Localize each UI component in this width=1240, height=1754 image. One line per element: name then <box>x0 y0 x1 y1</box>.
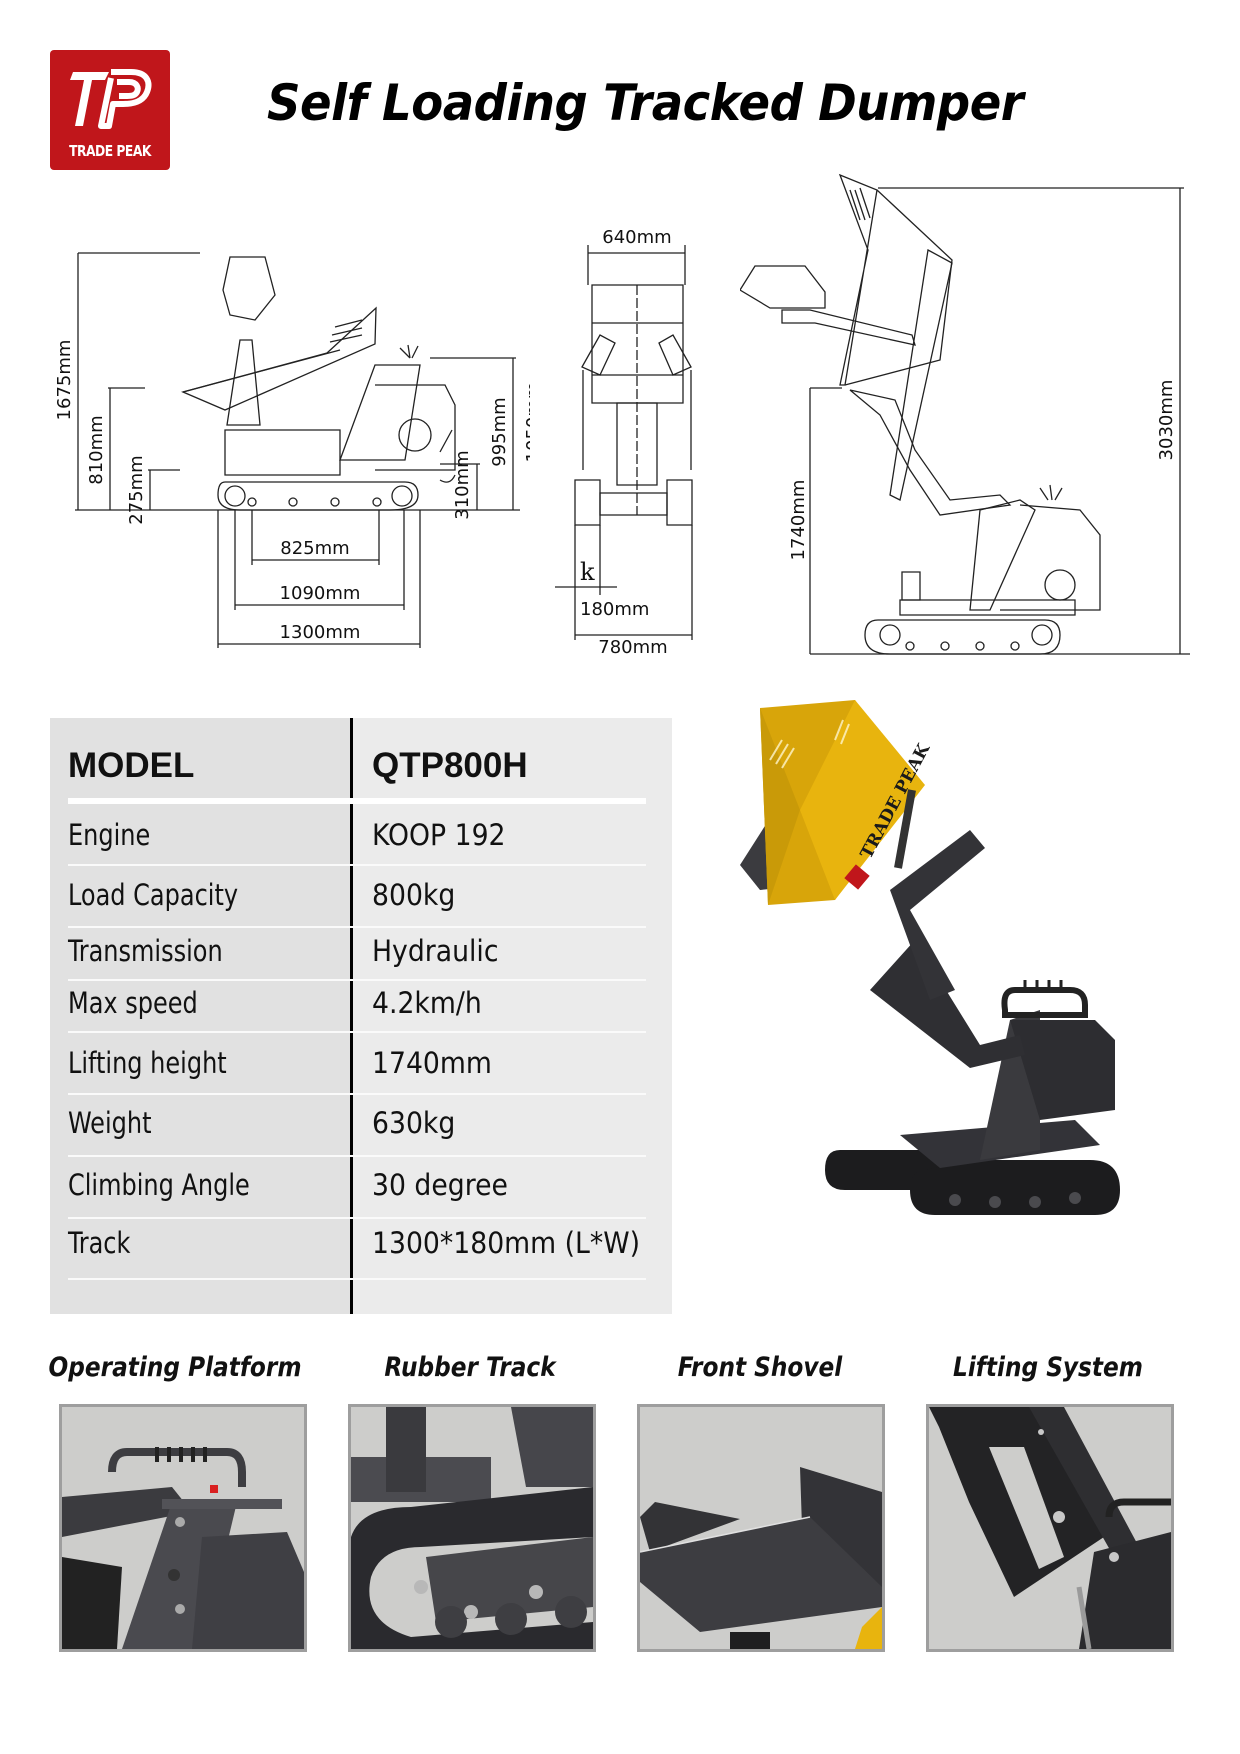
dim-track-width: 180mm <box>580 599 649 620</box>
brand-name: TRADE PEAK <box>69 142 151 160</box>
feature-image-rubber-track <box>348 1404 596 1652</box>
raised-view-drawing: 1740mm 3030mm <box>740 170 1200 660</box>
feature-image-front-shovel <box>637 1404 885 1652</box>
column-divider <box>350 718 353 1314</box>
model-label: MODEL <box>68 746 195 785</box>
feature-image-operating-platform <box>59 1404 307 1652</box>
dim-bucket-width: 640mm <box>602 227 671 248</box>
tp-monogram-icon <box>70 69 152 129</box>
feature-image-lifting-system <box>926 1404 1174 1652</box>
side-view-drawing: 1675mm 810mm 275mm 310mm 995mm 1050mm 82… <box>40 220 530 650</box>
feature-title-front-shovel: Front Shovel <box>677 1352 843 1383</box>
dim-front-clearance: 275mm <box>126 455 147 524</box>
bucket-logo-icon <box>844 864 870 890</box>
page-title: Self Loading Tracked Dumper <box>267 74 1024 132</box>
dim-roller-span: 825mm <box>280 538 349 559</box>
brand-logo: TRADE PEAK <box>50 50 170 170</box>
front-view-drawing: 640mm k 180mm 780mm <box>555 225 735 655</box>
model-value: QTP800H <box>372 746 528 785</box>
spec-table: MODEL QTP800H Engine KOOP 192 Load Capac… <box>50 718 672 1314</box>
feature-title-operating-platform: Operating Platform <box>48 1352 302 1383</box>
dim-lifting-height: 1740mm <box>788 480 809 561</box>
product-hero-photo: TRADE PEAK <box>740 690 1140 1310</box>
dim-platform-height: 995mm <box>489 397 510 466</box>
spec-header-row: MODEL QTP800H <box>50 718 672 804</box>
dim-overall-width: 780mm <box>598 637 667 655</box>
dim-max-height: 3030mm <box>1156 380 1177 461</box>
dim-sprocket-span: 1090mm <box>280 583 361 604</box>
dim-track-marker: k <box>580 558 595 586</box>
dim-overall-length: 1300mm <box>280 622 361 643</box>
dim-overall-height: 1675mm <box>54 340 75 421</box>
dim-rear-height: 310mm <box>452 450 473 519</box>
feature-title-rubber-track: Rubber Track <box>384 1352 556 1383</box>
track-icon <box>825 1150 1120 1215</box>
feature-title-lifting-system: Lifting System <box>953 1352 1143 1383</box>
dim-handle-height: 1050mm <box>523 382 530 463</box>
dim-tipping-height: 810mm <box>86 415 107 484</box>
